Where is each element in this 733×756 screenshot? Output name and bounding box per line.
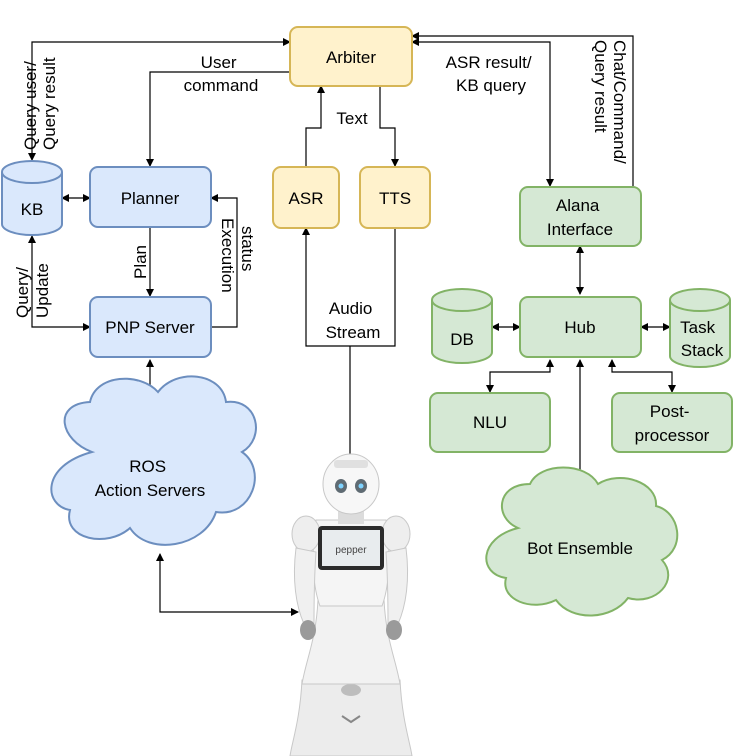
edge-alana-arbiter [411, 32, 634, 186]
label-query-user: Query user/ Query result [21, 56, 59, 150]
node-planner[interactable]: Planner [89, 166, 212, 228]
node-alana-interface[interactable]: Alana Interface [519, 186, 642, 247]
node-db-label: DB [450, 330, 474, 349]
edges [28, 32, 676, 616]
node-kb-label: KB [21, 200, 44, 219]
node-alana-label: Alana Interface [547, 196, 613, 239]
edge-arbiter-planner [146, 71, 290, 167]
node-hub[interactable]: Hub [519, 296, 642, 358]
node-bot-ensemble[interactable]: Bot Ensemble [485, 466, 679, 617]
edge-asr-arbiter [305, 85, 325, 168]
label-user-command: User command [184, 53, 259, 95]
node-tts[interactable]: TTS [359, 166, 431, 229]
node-nlu-label: NLU [473, 413, 507, 432]
edge-arbiter-tts [379, 86, 399, 167]
edge-kb-arbiter [28, 38, 291, 161]
edge-ros-robot [156, 553, 299, 616]
label-chat-command: Chat/Command/ Query result [591, 40, 629, 169]
edge-hub-nlu [486, 359, 554, 393]
label-audio-stream: Audio Stream [326, 299, 381, 342]
node-post-label: Post- processor [635, 402, 710, 445]
node-bot-label: Bot Ensemble [527, 539, 633, 558]
edge-audio-asr [302, 227, 350, 347]
node-post-processor[interactable]: Post- processor [611, 392, 733, 453]
node-db[interactable]: DB [431, 288, 493, 364]
node-asr[interactable]: ASR [272, 166, 340, 229]
node-kb[interactable]: KB [1, 160, 63, 236]
edge-labels: Query user/ Query result User command AS… [13, 40, 629, 342]
edge-kb-pnp [28, 235, 91, 331]
node-pnp-label: PNP Server [105, 318, 195, 337]
node-arbiter-label: Arbiter [326, 48, 376, 67]
pepper-screen-text: pepper [335, 545, 367, 556]
node-asr-label: ASR [289, 189, 324, 208]
label-query-update: Query/ Update [13, 262, 52, 318]
node-planner-label: Planner [121, 189, 180, 208]
node-nlu[interactable]: NLU [429, 392, 551, 453]
edge-arbiter-alana [411, 38, 554, 187]
edge-pnp-planner [210, 194, 238, 328]
pepper-robot-image: pepper [289, 453, 413, 756]
label-text: Text [336, 109, 367, 128]
node-hub-label: Hub [564, 318, 595, 337]
label-asr-result: ASR result/ KB query [446, 53, 537, 95]
edge-hub-post [608, 359, 676, 393]
label-exec-status: Execution status [218, 218, 257, 297]
node-ros-action-servers[interactable]: ROS Action Servers [50, 375, 257, 546]
node-arbiter[interactable]: Arbiter [289, 26, 413, 87]
node-tts-label: TTS [379, 189, 411, 208]
node-pnp-server[interactable]: PNP Server [89, 296, 212, 358]
node-ros-label: ROS Action Servers [95, 457, 206, 500]
node-task-stack[interactable]: Task Stack [669, 288, 731, 368]
label-plan: Plan [131, 245, 150, 279]
node-task-stack-label: Task Stack [680, 318, 724, 360]
edge-tts-audio [350, 228, 396, 347]
